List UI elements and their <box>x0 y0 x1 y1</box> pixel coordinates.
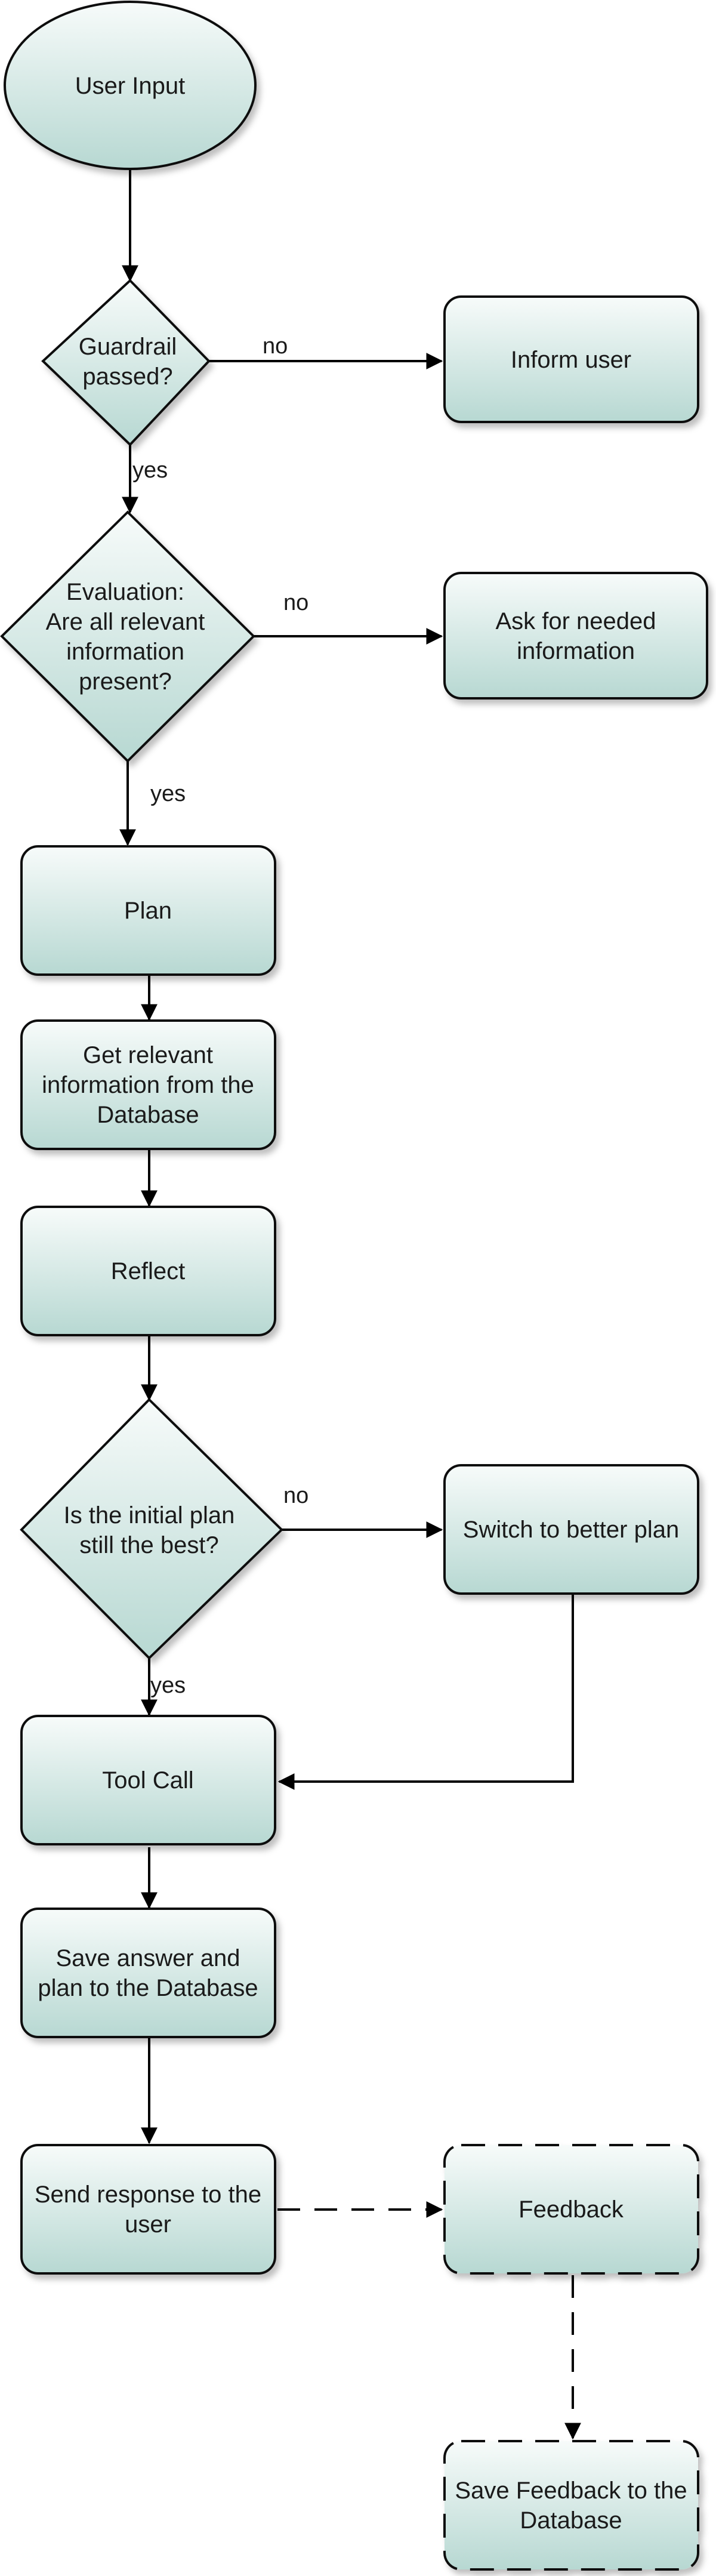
tool-call-node: Tool Call <box>20 1715 276 1845</box>
plan-node: Plan <box>20 845 276 976</box>
edge-label-guardrail-yes: yes <box>132 458 168 483</box>
feedback-label: Feedback <box>519 2196 624 2223</box>
switch-plan-label: Switch to better plan <box>463 1517 679 1543</box>
reflect-label: Reflect <box>111 1258 186 1284</box>
edge-label-guardrail-no: no <box>263 334 288 359</box>
edge-switch-toolcall <box>277 1594 574 1790</box>
edge-label-initialplan-no: no <box>283 1483 308 1508</box>
edge-label-evaluation-yes: yes <box>150 781 186 806</box>
inform-user-label: Inform user <box>511 347 631 373</box>
tool-call-label: Tool Call <box>102 1767 193 1794</box>
user-input-node: User Input <box>4 1 257 170</box>
edge-label-evaluation-no: no <box>283 590 308 615</box>
reflect-node: Reflect <box>20 1206 276 1336</box>
edge-label-initialplan-yes: yes <box>150 1673 186 1698</box>
user-input-label: User Input <box>75 73 186 99</box>
feedback-node: Feedback <box>443 2144 699 2275</box>
plan-label: Plan <box>124 898 172 924</box>
switch-plan-node: Switch to better plan <box>443 1464 699 1595</box>
inform-user-node: Inform user <box>443 295 699 423</box>
